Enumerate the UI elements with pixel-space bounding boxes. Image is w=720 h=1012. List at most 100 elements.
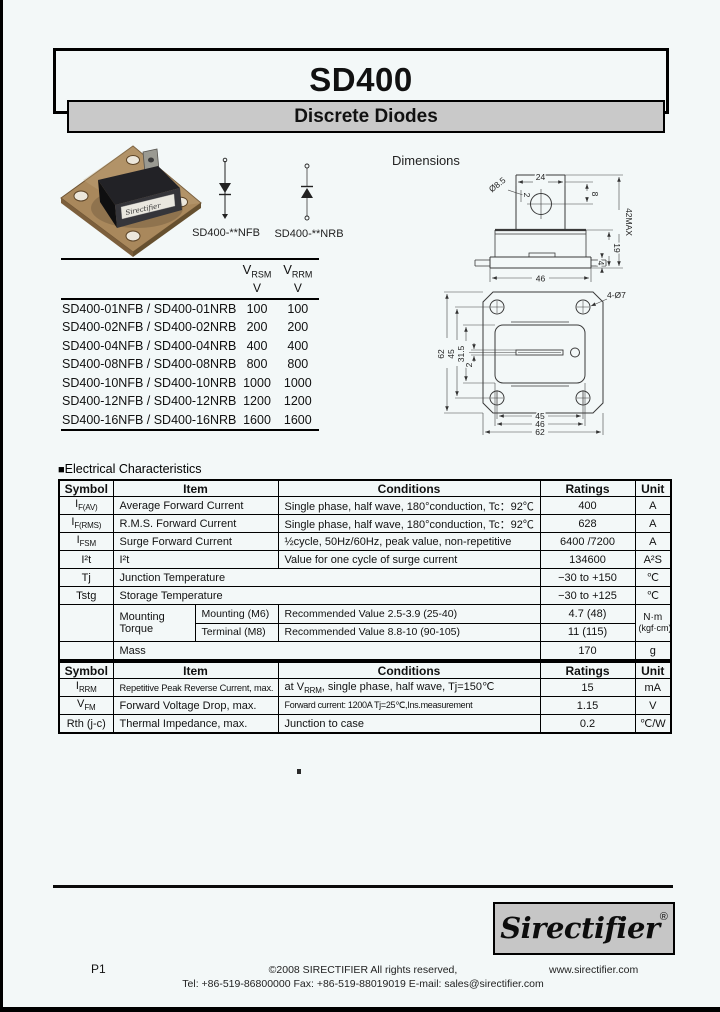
dim-label: Ø8.5 xyxy=(487,175,508,194)
cell-rating: 0.2 xyxy=(539,714,636,734)
cell-conditions: at VRRM, single phase, half wave, Tj=150… xyxy=(277,678,541,697)
section-bullet-icon: ■ xyxy=(58,464,65,476)
col-item: Item xyxy=(112,661,279,679)
cell-symbol-empty xyxy=(58,641,114,661)
cell-symbol: IRRM xyxy=(58,678,114,697)
vrrm-value: 1200 xyxy=(283,394,312,409)
vrsm-value: 200 xyxy=(246,320,268,335)
cell-subitem: Mounting (M6) xyxy=(194,604,279,624)
cell-conditions: Recommended Value 2.5-3.9 (25-40) xyxy=(277,604,541,624)
vrrm-value: 200 xyxy=(287,320,309,335)
footer-divider xyxy=(53,885,673,888)
voltage-header-empty xyxy=(61,259,237,299)
cell-conditions: Single phase, half wave, 180°conduction,… xyxy=(277,496,541,515)
vrrm-value: 1000 xyxy=(283,375,312,390)
part-number: SD400-16NFB / SD400-16NRB xyxy=(62,412,237,427)
cell-item: Storage Temperature xyxy=(112,586,541,605)
body-label xyxy=(120,193,176,220)
table-row: Mounting Torque Mounting (M6) Recommende… xyxy=(58,604,672,642)
cell-unit: A xyxy=(634,496,672,515)
footer-copyright: ©2008 SIRECTIFIER All rights reserved, T… xyxy=(153,963,573,991)
cell-rating: 4.7 (48) xyxy=(539,604,636,624)
table-row: VFM Forward Voltage Drop, max. Forward c… xyxy=(58,696,672,715)
website-url: www.sirectifier.com xyxy=(549,964,639,976)
cell-symbol-empty xyxy=(58,604,114,642)
diode-nrb-label: SD400-**NRB xyxy=(274,228,344,240)
page-number: P1 xyxy=(91,962,106,976)
cell-unit: A²S xyxy=(634,550,672,569)
dim-label: 24 xyxy=(536,172,546,182)
contact-line: Tel: +86-519-86800000 Fax: +86-519-88019… xyxy=(182,978,544,990)
registered-mark: ® xyxy=(659,911,668,923)
col-conditions: Conditions xyxy=(277,661,541,679)
header-row: Symbol Item Conditions Ratings Unit xyxy=(58,661,672,679)
cell-symbol: Tstg xyxy=(58,586,114,605)
dim-label: 46 xyxy=(535,419,545,429)
electrical-characteristics-table: Symbol Item Conditions Ratings Unit IF(A… xyxy=(58,479,672,661)
characteristics-table-2: Symbol Item Conditions Ratings Unit IRRM… xyxy=(58,661,672,734)
cell-rating: 170 xyxy=(539,641,636,661)
cell-conditions: Value for one cycle of surge current xyxy=(277,550,541,569)
cell-conditions: Junction to case xyxy=(277,714,541,734)
table-row: IFSM Surge Forward Current ½cycle, 50Hz/… xyxy=(58,532,672,551)
cell-rating: −30 to +125 xyxy=(539,586,636,605)
vrsm-value: 1200 xyxy=(243,394,271,409)
dim-label: 46 xyxy=(536,274,546,284)
cell-symbol: IF(AV) xyxy=(58,496,114,515)
table-row: Rth (j-c) Thermal Impedance, max. Juncti… xyxy=(58,714,672,734)
vrsm-value: 1000 xyxy=(243,375,271,390)
cell-unit: A xyxy=(634,532,672,551)
product-photo: Sirectifier xyxy=(60,145,202,257)
cell-rating: 6400 /7200 xyxy=(539,532,636,551)
dim-label: 62 xyxy=(436,349,446,359)
cell-conditions: Single phase, half wave, 180°conduction,… xyxy=(277,514,541,533)
table-row: Mass 170 g xyxy=(58,641,672,661)
table-row: IF(RMS) R.M.S. Forward Current Single ph… xyxy=(58,514,672,533)
cell-item: I²t xyxy=(112,550,279,569)
header-row: Symbol Item Conditions Ratings Unit xyxy=(58,479,672,497)
cell-unit: mA xyxy=(634,678,672,697)
diode-nfb-label: SD400-**NFB xyxy=(192,227,260,239)
dim-label: 62 xyxy=(535,427,545,437)
section-heading: ■Electrical Characteristics xyxy=(58,462,202,476)
cell-unit: g xyxy=(634,641,672,661)
cell-item: Repetitive Peak Reverse Current, max. xyxy=(112,678,279,697)
cell-symbol: Rth (j-c) xyxy=(58,714,114,734)
cell-rating: 15 xyxy=(539,678,636,697)
dim-label: 45 xyxy=(535,411,545,421)
table-row: Tstg Storage Temperature −30 to +125 ℃ xyxy=(58,586,672,605)
col-unit: Unit xyxy=(634,661,672,679)
dimensions-heading: Dimensions xyxy=(392,153,460,168)
cell-item: R.M.S. Forward Current xyxy=(112,514,279,533)
cell-item: Junction Temperature xyxy=(112,568,541,587)
cell-item: Forward Voltage Drop, max. xyxy=(112,696,279,715)
diode-symbol-nfb-icon xyxy=(219,157,231,219)
cell-item: Surge Forward Current xyxy=(112,532,279,551)
vrsm-value: 1600 xyxy=(243,412,271,427)
cell-symbol: IF(RMS) xyxy=(58,514,114,533)
subtitle: Discrete Diodes xyxy=(294,106,438,127)
cell-symbol: I²t xyxy=(58,550,114,569)
cell-item: Mass xyxy=(112,641,541,661)
col-conditions: Conditions xyxy=(277,479,541,497)
vrrm-value: 800 xyxy=(287,357,309,372)
vrsm-value: 400 xyxy=(246,338,268,353)
vrsm-value: 100 xyxy=(246,301,268,316)
vrsm-value: 800 xyxy=(246,357,268,372)
cell-rating: 11 (115) xyxy=(539,622,636,642)
cell-symbol: Tj xyxy=(58,568,114,587)
mounting-hole xyxy=(73,190,89,202)
table-row: IRRM Repetitive Peak Reverse Current, ma… xyxy=(58,678,672,697)
vrrm-value: 1600 xyxy=(283,412,312,427)
cell-item: Average Forward Current xyxy=(112,496,279,515)
dim-label: 42MAX xyxy=(624,208,634,236)
dim-label: 4-Ø7 xyxy=(607,290,626,300)
dim-label: 2 xyxy=(522,193,532,198)
cell-rating: 1.15 xyxy=(539,696,636,715)
subtitle-bar: Discrete Diodes xyxy=(67,100,665,133)
table-row: Tj Junction Temperature −30 to +150 ℃ xyxy=(58,568,672,587)
vrsm-header: VRSM V xyxy=(242,262,272,295)
vrrm-header: VRRM V xyxy=(283,262,313,295)
